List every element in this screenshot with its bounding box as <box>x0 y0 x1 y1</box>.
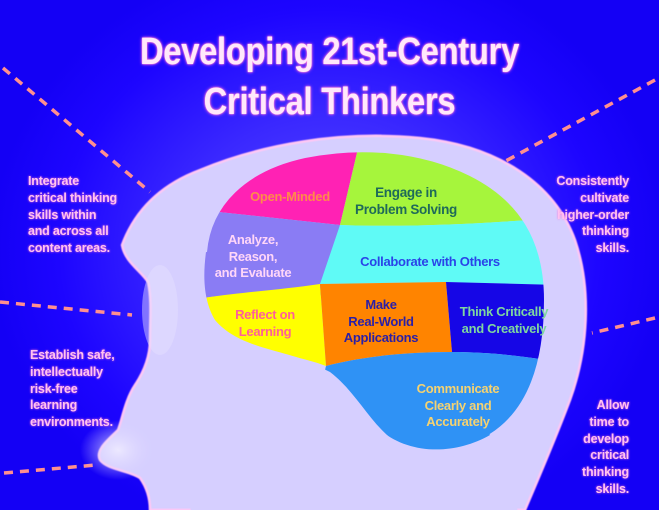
region-real-world <box>320 282 452 366</box>
label-engage-problem-solving: Engage in Problem Solving <box>354 185 458 217</box>
note-allow-time: Allow time to develop critical thinking … <box>581 398 629 496</box>
note-integrate: Integrate critical thinking skills withi… <box>28 174 117 256</box>
pointer-line-bottom-right <box>591 316 656 335</box>
label-open-minded: Open-Minded <box>250 189 330 204</box>
region-analyze <box>204 210 340 300</box>
dashed-pointer-lines <box>0 66 656 475</box>
region-reflect <box>204 284 326 366</box>
label-reflect-learning: Reflect on Learning <box>235 307 295 339</box>
label-analyze-reason-evaluate: Analyze, Reason, and Evaluate <box>214 232 292 280</box>
title-line-1: Developing 21st-Century <box>139 31 520 73</box>
pointer-line-top-left <box>1 66 152 194</box>
title-line-2: Critical Thinkers <box>203 81 456 123</box>
label-communicate: Communicate Clearly and Accurately <box>416 381 500 429</box>
region-collaborate <box>320 218 546 285</box>
note-establish-safe: Establish safe, intellectually risk-free… <box>30 348 115 430</box>
label-think-critically: Think Critically and Creatively <box>459 304 549 336</box>
pointer-line-bottom-left <box>3 463 97 475</box>
pointer-line-top-right <box>501 78 656 165</box>
region-think-critically <box>446 282 546 362</box>
note-consistently-cultivate: Consistently cultivate higher-order thin… <box>556 174 629 256</box>
label-collaborate: Collaborate with Others <box>360 254 500 269</box>
label-real-world: Make Real-World Applications <box>343 297 419 345</box>
pointer-line-mid-left <box>0 300 133 317</box>
